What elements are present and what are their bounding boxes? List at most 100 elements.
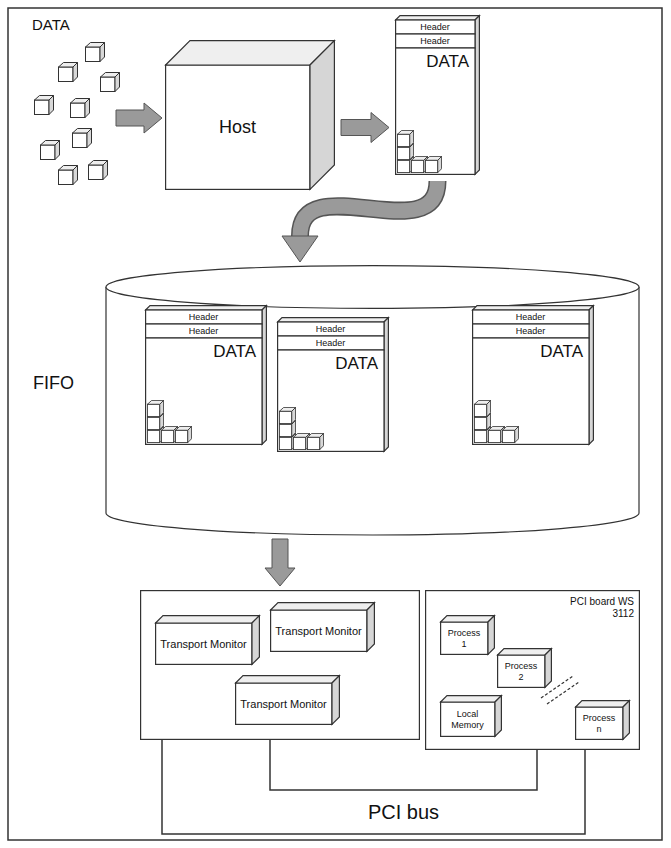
node-text: Header	[145, 324, 262, 338]
outline	[384, 318, 388, 452]
node-text: Header	[277, 322, 384, 336]
process-box: Process n	[575, 700, 630, 740]
outline	[278, 318, 389, 322]
outline	[441, 616, 495, 622]
node-text: PCI board WS 3112	[570, 596, 634, 619]
data-label: DATA	[32, 16, 70, 33]
packet-stack: HeaderHeaderDATA	[395, 15, 480, 175]
outline	[236, 676, 340, 683]
outline	[545, 649, 551, 688]
node-text: DATA	[540, 342, 583, 362]
data-cubes	[35, 43, 120, 185]
node-text: Transport Monitor	[270, 610, 367, 652]
node-text: Process 1	[440, 622, 488, 655]
connector	[162, 740, 585, 834]
node-text: Process n	[575, 707, 623, 740]
curved-arrow-edge	[300, 181, 438, 236]
data-cube	[474, 400, 490, 416]
outline	[236, 683, 332, 724]
input-arrow	[116, 103, 162, 133]
fifo-cylinder: FIFOHeaderHeaderDATAHeaderHeaderDATAHead…	[105, 265, 640, 535]
outline	[576, 707, 623, 739]
node-text: DATA	[213, 342, 256, 362]
node-text: Transport Monitor	[155, 623, 252, 665]
outline	[156, 623, 252, 664]
outline	[146, 310, 262, 324]
outline	[589, 306, 593, 445]
outline	[166, 65, 310, 189]
outline	[396, 20, 475, 34]
node-text: Transport Monitor	[235, 683, 332, 725]
outline	[473, 310, 589, 324]
outline	[498, 649, 552, 655]
outline	[166, 41, 335, 65]
data-cube	[147, 400, 163, 416]
outline	[106, 287, 639, 535]
outline	[106, 266, 639, 309]
node-text: Header	[472, 310, 589, 324]
node-text: Header	[395, 34, 475, 48]
connector	[282, 181, 438, 262]
node-text: DATA	[426, 52, 469, 72]
outline	[441, 702, 495, 736]
outer-frame	[8, 8, 662, 840]
host-box-outline	[165, 40, 335, 190]
transport-monitor: Transport Monitor	[235, 675, 340, 725]
node-text: Header	[277, 336, 384, 350]
outline	[498, 655, 545, 687]
outline	[278, 322, 384, 336]
data-cube	[502, 426, 518, 442]
packet-stack: HeaderHeaderDATA	[277, 317, 389, 452]
outline	[141, 591, 420, 740]
packet-stack: HeaderHeaderDATA	[145, 305, 267, 445]
outline	[396, 34, 475, 48]
packet-stack: HeaderHeaderDATA	[472, 305, 594, 445]
bus-line	[162, 740, 585, 834]
node-text: Process 2	[497, 655, 545, 688]
node-text: Local Memory	[440, 702, 495, 737]
outline	[473, 324, 589, 338]
memory-box: Local Memory	[440, 695, 502, 737]
connector	[341, 113, 389, 143]
outline	[488, 616, 494, 655]
curved-arrow-body	[300, 181, 438, 236]
data-cube	[397, 130, 413, 146]
outline	[146, 306, 267, 310]
monitor-group-box: Transport MonitorTransport MonitorTransp…	[140, 590, 420, 740]
transport-monitor: Transport Monitor	[155, 615, 260, 665]
connector	[265, 539, 295, 586]
process-box: Process 2	[497, 648, 552, 688]
outline	[332, 676, 339, 725]
outline	[310, 41, 334, 190]
outline	[473, 338, 589, 444]
node-text: DATA	[335, 354, 378, 374]
transport-monitor: Transport Monitor	[270, 602, 375, 652]
outline	[367, 603, 374, 652]
host-box: Host	[165, 40, 335, 190]
outline	[262, 306, 266, 445]
data-cube	[279, 407, 295, 423]
pci-board: PCI board WS 3112Process 1 Process 2Local…	[425, 590, 640, 750]
outline	[146, 324, 262, 338]
outline	[441, 622, 488, 654]
outline	[278, 336, 384, 350]
block-arrow	[341, 113, 389, 143]
outline	[623, 701, 629, 740]
block-arrow	[265, 539, 295, 586]
outline	[426, 591, 640, 750]
packet-stack-outline	[277, 317, 389, 452]
outline	[576, 701, 630, 707]
node-text: Header	[145, 310, 262, 324]
outline	[252, 616, 259, 665]
node-text: Host	[165, 65, 310, 190]
outline	[495, 696, 501, 737]
outline	[271, 610, 367, 651]
data-cube	[175, 426, 191, 442]
outline	[441, 696, 502, 702]
arrow-head	[282, 236, 318, 262]
outline	[271, 603, 375, 610]
outline	[156, 616, 260, 623]
bus-label: PCI bus	[364, 801, 443, 824]
data-cube	[307, 433, 323, 449]
